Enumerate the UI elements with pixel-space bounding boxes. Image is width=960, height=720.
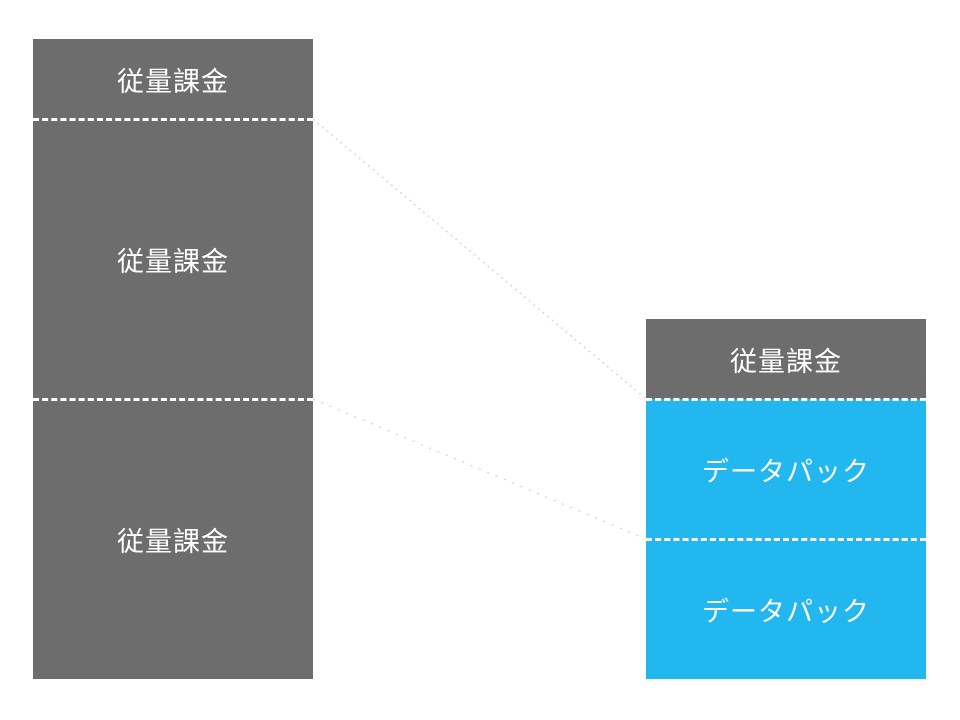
dashed-divider [646,398,926,401]
segment-label: 従量課金 [117,66,229,98]
segment-label: データパック [702,456,870,488]
dashed-divider [646,538,926,541]
left-segment-2: 従量課金 [33,119,313,399]
segment-label: 従量課金 [730,346,842,378]
right-segment-3: データパック [646,539,926,679]
right-segment-1: 従量課金 [646,319,926,399]
right-segment-2: データパック [646,399,926,539]
left-segment-1: 従量課金 [33,39,313,119]
connector-line-bottom [312,398,647,540]
right-stack: 従量課金 データパック データパック [646,319,926,679]
segment-label: 従量課金 [117,526,229,558]
segment-label: 従量課金 [117,246,229,278]
dashed-divider [33,118,313,121]
dashed-divider [33,398,313,401]
left-stack: 従量課金 従量課金 従量課金 [33,39,313,679]
connector-line-top [312,118,647,400]
left-segment-3: 従量課金 [33,399,313,679]
segment-label: データパック [702,596,870,628]
